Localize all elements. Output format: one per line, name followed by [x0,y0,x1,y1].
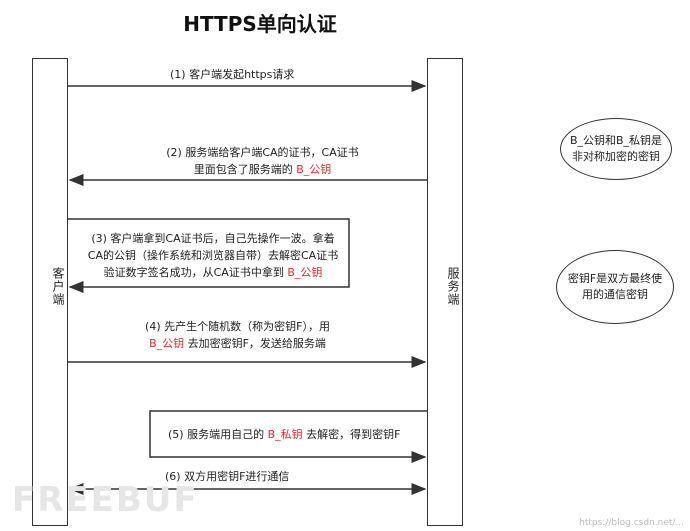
message-2: (2) 服务端给客户端CA的证书，CA证书 里面包含了服务端的 B_公钥 [166,146,359,176]
message-6: (6) 双方用密钥F进行通信 [165,470,290,483]
note-asymmetric-keys: B_公钥和B_私钥是 非对称加密的密钥 [560,118,672,180]
message-4: (4) 先产生个随机数（称为密钥F），用 B_公钥 去加密密钥F，发送给服务端 [145,320,330,350]
b-public-key-text: B_公钥 [287,266,323,279]
message-1: (1) 客户端发起https请求 [170,68,295,81]
client-lifeline: 客户端 [32,58,68,526]
server-lifeline: 服务端 [427,58,463,526]
diagram-title: HTTPS单向认证 [183,12,337,36]
b-private-key-text: B_私钥 [267,428,303,441]
server-label: 服务端 [446,267,460,306]
b-public-key-text: B_公钥 [296,163,332,176]
self-loop-3 [68,218,350,293]
note-session-key: 密钥F是双方最终使 用的通信密钥 [556,250,674,324]
client-label: 客户端 [51,267,65,306]
message-5: (5) 服务端用自己的 B_私钥 去解密，得到密钥F [168,428,401,441]
b-public-key-text: B_公钥 [149,337,185,350]
self-loop-5 [149,410,427,463]
message-3: (3) 客户端拿到CA证书后，自己先操作一波。拿着 CA的公钥（操作系统和浏览器… [87,232,339,279]
watermark-logo: FREEBUF [12,480,199,520]
source-credit: https://blog.csdn.net/... [579,518,684,528]
